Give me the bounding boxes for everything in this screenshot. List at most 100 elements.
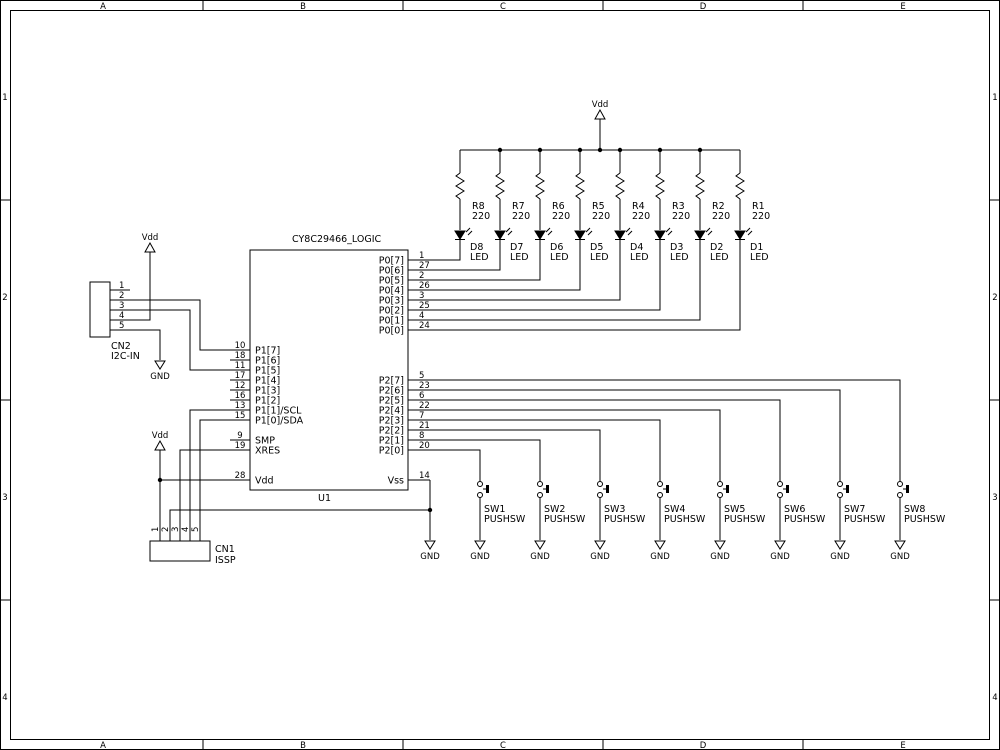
gnd-symbol: [424, 540, 436, 550]
u1-pin-name: P2[2]: [379, 426, 404, 437]
led-value: LED: [510, 252, 529, 263]
u1-pin-number: 14: [419, 471, 430, 481]
resistor-body: [615, 172, 625, 200]
u1-pin-name: P1[6]: [255, 356, 280, 367]
u1-pin-number: 27: [419, 261, 430, 271]
u1-pin-name: P0[5]: [379, 276, 404, 287]
switch-ref: SW3: [604, 504, 625, 515]
u1-pin-name: P2[1]: [379, 436, 404, 447]
cn2-gnd-net: [130, 329, 161, 360]
u1-pin-name: P1[4]: [255, 376, 280, 387]
u1-pin-number: 26: [419, 281, 430, 291]
frame-column-label: B: [300, 741, 306, 750]
led-arrow: [547, 230, 553, 236]
switch-contact: [537, 481, 543, 487]
u1-pin-number: 20: [419, 441, 430, 451]
u1-pin-number: 3: [419, 291, 424, 301]
u1-pin-name: P2[7]: [379, 376, 404, 387]
u1-pin-name: P2[3]: [379, 416, 404, 427]
led-arrow: [665, 227, 671, 233]
u1-pin-number: 9: [237, 431, 242, 441]
gnd-label: GND: [420, 552, 440, 562]
p0-net: [430, 240, 661, 311]
switch-contact: [777, 481, 783, 487]
switch-ref: SW4: [664, 504, 685, 515]
u1-pin-name: P0[6]: [379, 266, 404, 277]
resistor-ref: R7: [512, 201, 525, 212]
vdd-symbol: [144, 241, 156, 253]
cn1-pin-number: 5: [191, 527, 201, 532]
cn1-pin-number: 1: [151, 527, 161, 532]
u1-pin-name: P0[4]: [379, 286, 404, 297]
led-arrow: [705, 227, 711, 233]
led-value: LED: [470, 252, 489, 263]
p2-net: [430, 449, 481, 481]
led-arrow: [505, 227, 511, 233]
u1-pin-number: 18: [235, 351, 246, 361]
switch-contact: [897, 481, 903, 487]
gnd-symbol: [594, 540, 606, 550]
led-body: [614, 230, 626, 240]
frame-column-label: D: [700, 741, 707, 750]
frame-row-label: 4: [2, 693, 7, 703]
switch-ref: SW2: [544, 504, 565, 515]
vdd-symbol: [154, 439, 166, 451]
switch-contact: [837, 481, 843, 487]
u1-pin-number: 19: [235, 441, 246, 451]
led-ref: D8: [470, 242, 483, 253]
led-ref: D4: [630, 242, 643, 253]
resistor-value: 220: [632, 211, 650, 222]
switch-contact: [477, 481, 483, 487]
frame-row-label: 1: [992, 93, 997, 103]
switch-actuator: [846, 485, 849, 493]
led-arrow: [667, 230, 673, 236]
cn2-vdd-net: [130, 252, 151, 321]
wires: GND: [420, 480, 440, 562]
resistor-ref: R1: [752, 201, 765, 212]
led-body: [574, 230, 586, 240]
u1-pin-number: 24: [419, 321, 430, 331]
u1-pin-name: P0[2]: [379, 306, 404, 317]
switch-actuator: [546, 485, 549, 493]
resistor-body: [655, 172, 665, 200]
cn2-ref: CN2: [111, 341, 131, 352]
u1-pin-name: SMP: [255, 436, 275, 447]
gnd-label: GND: [710, 552, 730, 562]
switch-contact: [597, 492, 603, 498]
cn1-body: [149, 540, 211, 562]
led-value: LED: [710, 252, 729, 263]
switch-ref: SW6: [784, 504, 805, 515]
u1-pin-name: P2[0]: [379, 446, 404, 457]
led-body: [454, 230, 466, 240]
inner-border: [10, 10, 990, 740]
u1-pin-number: 21: [419, 421, 430, 431]
gnd-symbol: [894, 540, 906, 550]
frame-column-label: A: [100, 741, 106, 750]
resistor-ref: R3: [672, 201, 685, 212]
frame-column-label: B: [300, 2, 306, 12]
switch-ref: SW7: [844, 504, 865, 515]
led-value: LED: [750, 252, 769, 263]
switch-actuator: [906, 485, 909, 493]
switch-ref: SW5: [724, 504, 745, 515]
p2-net: [430, 409, 721, 481]
cn2-pin-number: 1: [119, 281, 124, 291]
i2c-net: [130, 309, 230, 371]
u1-pin-name: P1[7]: [255, 346, 280, 357]
cn2-value: I2C-IN: [111, 351, 140, 362]
